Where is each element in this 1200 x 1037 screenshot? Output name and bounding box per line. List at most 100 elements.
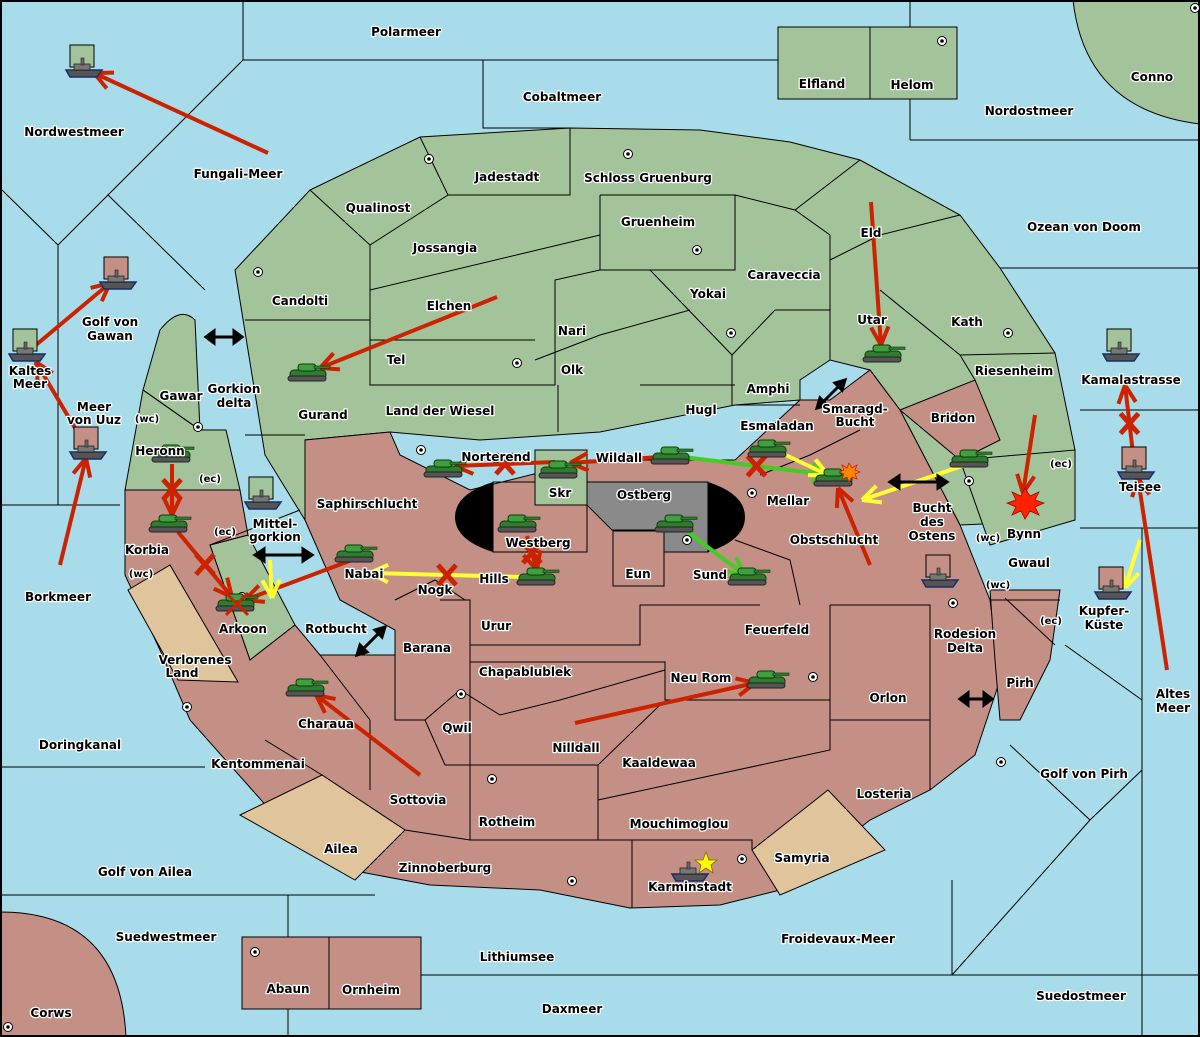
label-dax: Daxmeer [542,1002,603,1016]
fleet-nordwestmeer[interactable] [65,44,103,78]
order-failed-x-icon [194,552,216,577]
label-elfland: Elfland [799,77,845,91]
label-eun: Eun [625,567,650,581]
label-conno: Conno [1131,70,1173,84]
label-sottovia: Sottovia [390,793,447,807]
label-riesenheim: Riesenheim [975,364,1054,378]
supply-center-icon [692,245,702,255]
label-bucht1: Bucht [912,501,951,515]
supply-center-icon [512,358,522,368]
region-verlorenes-land[interactable] [127,564,239,683]
label-amphi: Amphi [746,382,789,396]
label-suedwest: Suedwestmeer [116,930,217,944]
region-elfland[interactable] [777,26,871,100]
coast-label-bynn-wc: (wc) [976,533,1000,544]
coast-label-heronn-ec: (ec) [199,474,221,485]
impassable-west [455,482,493,552]
supply-center-icon [567,876,577,886]
region-gawar[interactable] [142,313,201,431]
destroyed-explosion-icon [1005,487,1046,520]
label-orlon: Orlon [869,691,906,705]
coast-label-korbia-wc: (wc) [129,569,153,580]
label-heronn: Heronn [135,444,184,458]
label-gorkdelta1: Gorkion [208,382,261,396]
label-mittel1: Mittel- [253,517,298,531]
supply-center-icon [193,422,203,432]
label-golfgawan2: Gawan [87,329,133,343]
label-ozean: Ozean von Doom [1027,220,1141,234]
region-samyria[interactable] [751,789,886,896]
order-failed-x-icon [521,541,543,565]
label-kaltes2: Meer [13,377,47,391]
label-polarmeer: Polarmeer [371,25,441,39]
label-norterend: Norterend [461,450,530,464]
supply-center-icon [424,154,434,164]
label-altes1: Altes [1156,687,1190,701]
label-kamala: Kamalastrasse [1081,373,1181,387]
fleet-bucht-des-ostens[interactable] [921,554,959,588]
supply-center-icon [1003,328,1013,338]
label-ailea: Ailea [324,842,358,856]
label-elchen: Elchen [427,299,472,313]
label-cobaltmeer: Cobaltmeer [523,90,601,104]
label-candolti: Candolti [272,294,328,308]
fleet-kupfer-kueste[interactable] [1094,566,1132,600]
label-gurand: Gurand [298,408,348,422]
coast-label-korbia-ec: (ec) [214,527,236,538]
passage-arrow-rotbucht [354,624,388,658]
label-pirh: Pirh [1006,676,1033,690]
coast-label-gwaul-ec: (ec) [1040,616,1062,627]
supply-center-icon [948,598,958,608]
supply-center-icon [726,328,736,338]
label-gorkdelta2: delta [217,396,252,410]
passage-arrows [203,328,995,708]
conflict-burst-icon [837,462,862,483]
label-neurom: Neu Rom [671,671,732,685]
supply-center-icon [747,488,757,498]
fleet-meer-von-uuz[interactable] [69,426,107,460]
label-froide: Froidevaux-Meer [781,932,895,946]
coast-label-bynn-ec: (ec) [1050,459,1072,470]
fleet-kamalastrasse[interactable] [1102,328,1140,362]
order-move-3 [58,456,93,566]
fleet-mittelgorkion[interactable] [244,476,282,510]
supply-center-icon [182,702,192,712]
units-layer [8,44,1155,882]
order-move-21 [1130,476,1169,671]
label-mellar: Mellar [767,494,809,508]
passage-arrow-rodesion [957,690,995,708]
label-gwaul: Gwaul [1008,556,1050,570]
supply-center-icon [996,757,1006,767]
label-rodesion1: Rodesion [934,627,996,641]
supply-center-icon [964,476,974,486]
fleet-kaltes-meer[interactable] [8,328,46,362]
label-feuerfeld: Feuerfeld [745,623,810,637]
fleet-teisee[interactable] [1117,446,1155,480]
label-tel: Tel [387,353,406,367]
label-lithium: Lithiumsee [480,950,555,964]
label-mittel2: gorkion [249,530,301,544]
region-conno[interactable] [1072,0,1200,125]
region-eun[interactable] [612,530,665,587]
label-zinnober: Zinnoberburg [399,861,491,875]
label-nari: Nari [558,324,586,338]
fleet-golf-von-gawan[interactable] [99,256,137,290]
label-uuz1: Meer [77,400,111,414]
region-corws[interactable] [0,911,127,1037]
region-pirh[interactable] [989,589,1061,721]
region-bridon[interactable] [899,379,1001,461]
label-mouchi: Mouchimoglou [630,817,729,831]
label-abaun: Abaun [266,982,309,996]
label-arkoon: Arkoon [219,622,267,636]
order-support-9 [260,559,282,599]
label-yokai: Yokai [689,287,726,301]
label-losteria: Losteria [856,787,911,801]
region-ornheim[interactable] [328,936,422,1010]
order-move-18 [521,535,543,572]
labels-layer: PolarmeerCobaltmeerNordostmeerNordwestme… [7,24,1191,1022]
label-ostberg: Ostberg [617,488,671,502]
label-kentom: Kentommenai [211,757,305,771]
coast-label-gwaul-wc: (wc) [986,580,1010,591]
label-fungali: Fungali-Meer [194,167,283,181]
label-karmin: Karminstadt [648,880,732,894]
